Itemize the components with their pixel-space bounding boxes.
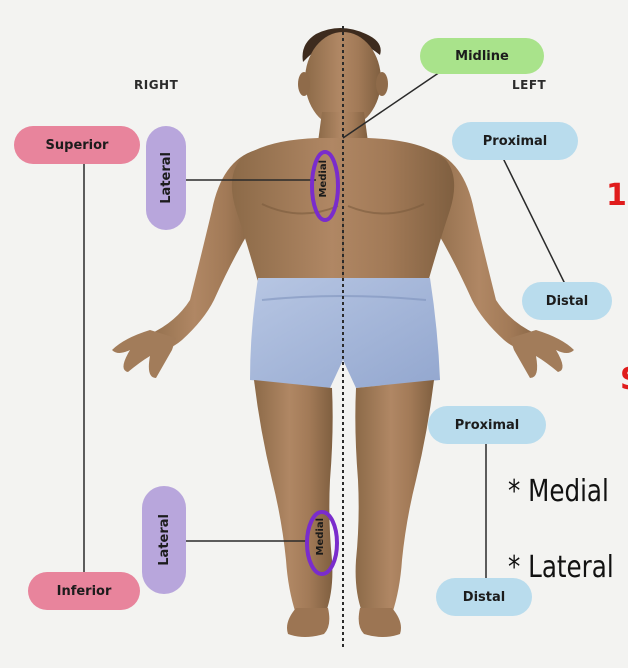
medial-note: * Medial [508,474,609,509]
red-letter-mark: S [620,362,628,397]
lateral-upper-label: Lateral [159,152,174,204]
medial-chest-label: Medial [318,160,329,198]
right-side-label: RIGHT [134,78,178,92]
midline-label: Midline [420,38,544,74]
proximal-distal-arm-line [500,152,566,286]
right-foot [287,608,329,637]
left-side-label: LEFT [512,78,546,92]
left-leg [355,380,434,614]
left-foot [359,608,401,637]
lateral-note: * Lateral [508,550,614,585]
lateral-upper-pill: Lateral [146,126,186,230]
left-hand [510,330,574,378]
red-number-mark: 1 [606,178,627,213]
inferior-label: Inferior [28,572,140,610]
distal-arm-label: Distal [522,282,612,320]
right-hand [112,330,176,378]
lateral-lower-pill: Lateral [142,486,186,594]
superior-label: Superior [14,126,140,164]
lateral-lower-label: Lateral [157,514,172,566]
proximal-arm-label: Proximal [452,122,578,160]
medial-knee-label: Medial [315,518,326,556]
right-leg [254,380,333,614]
shorts [250,278,440,388]
proximal-leg-label: Proximal [428,406,546,444]
